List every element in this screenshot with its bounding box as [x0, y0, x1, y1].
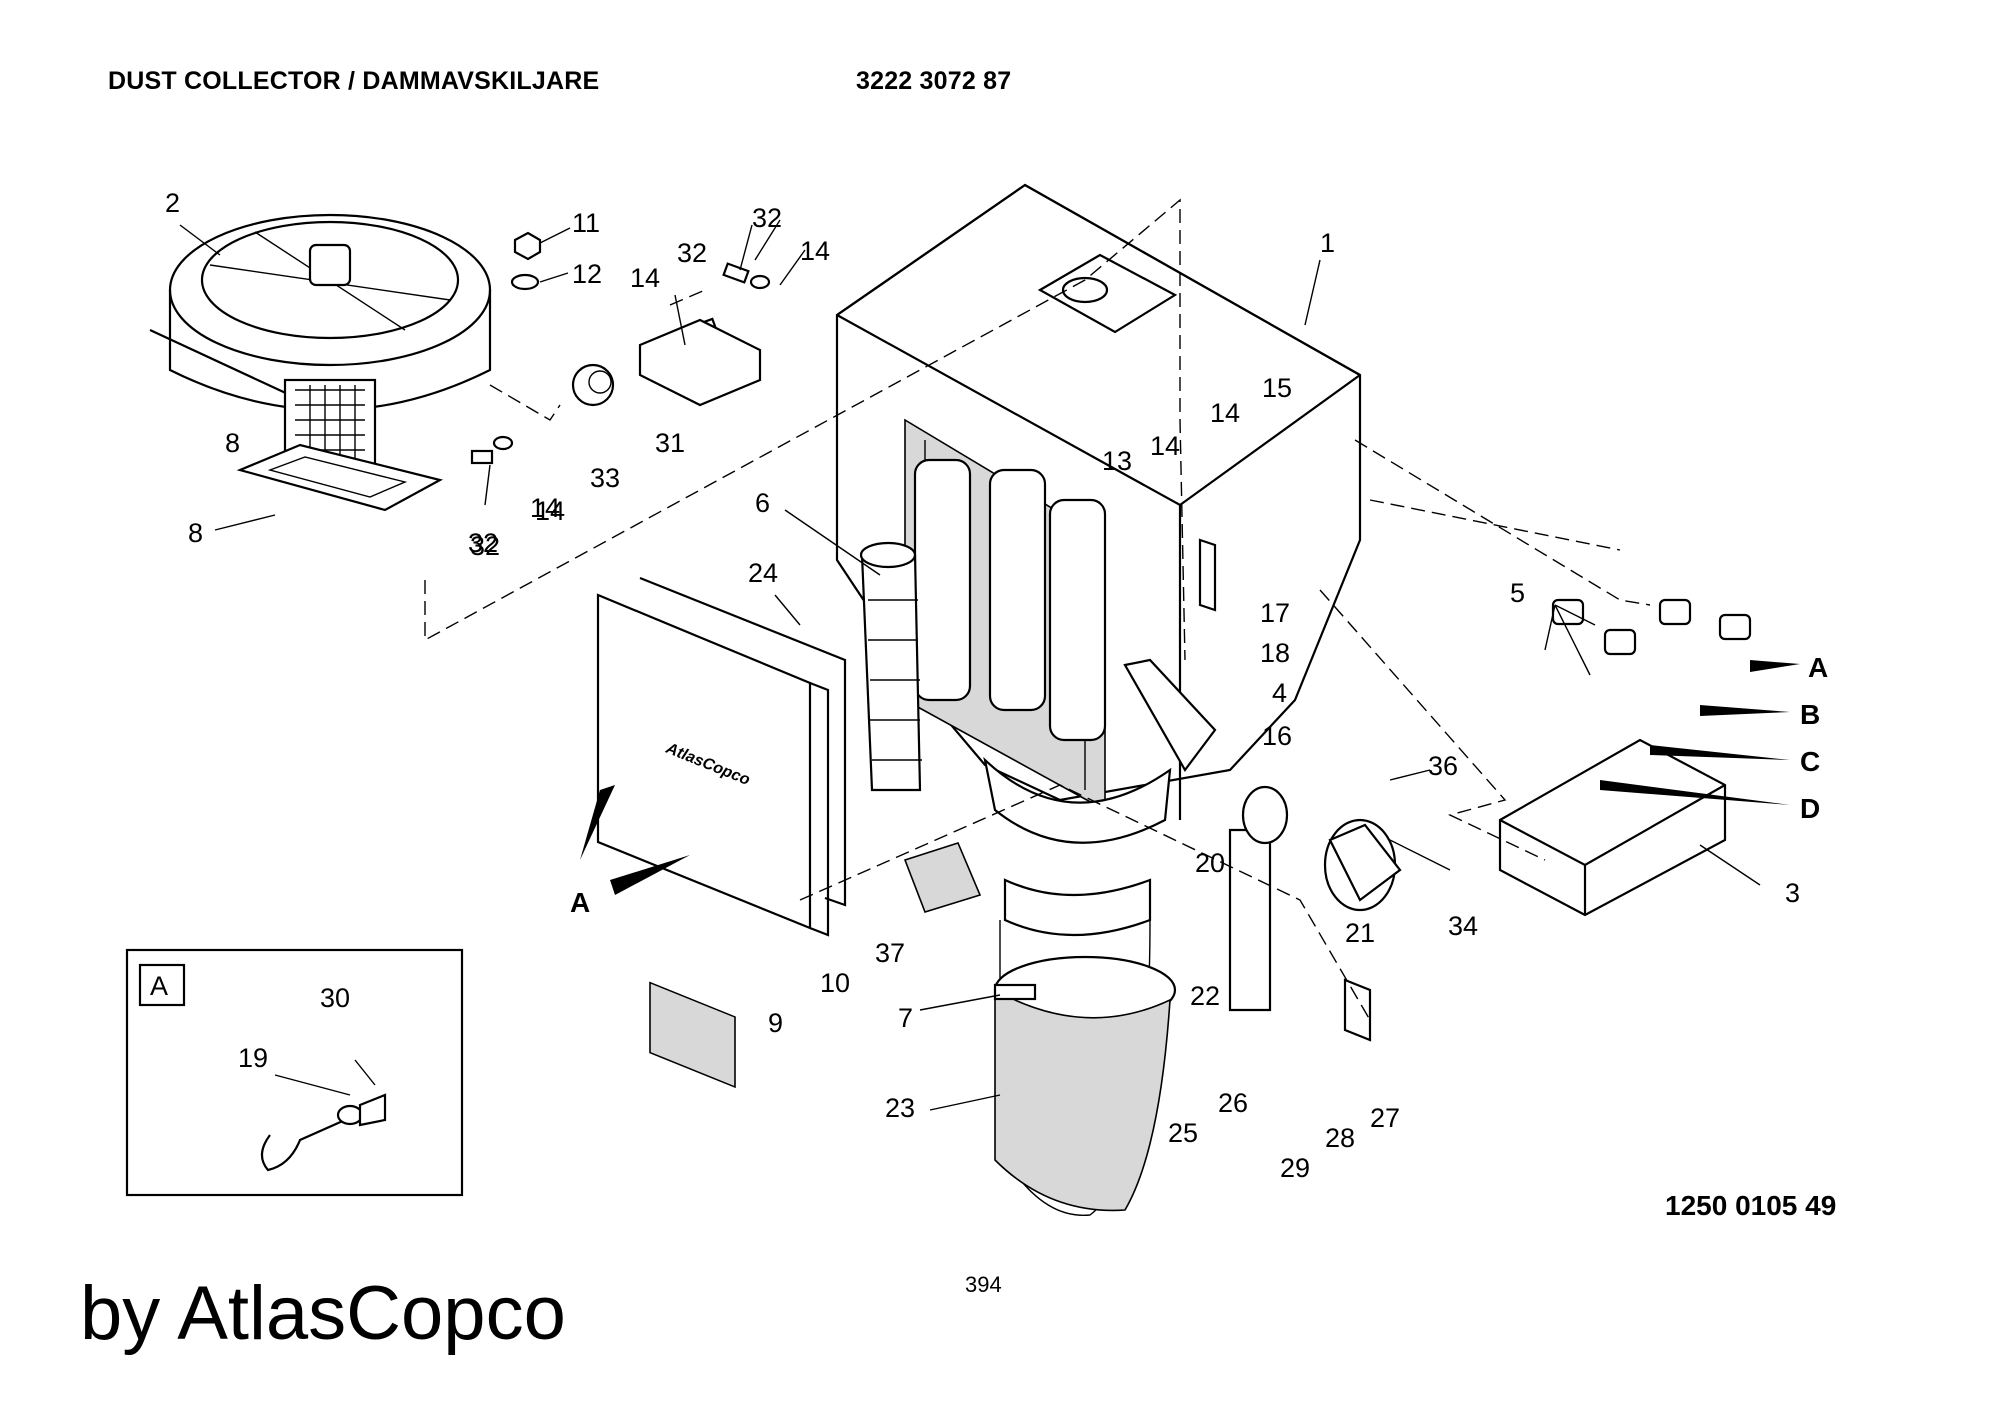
- callout-4: 4: [1272, 678, 1287, 708]
- callout-32-mid: 32: [677, 238, 707, 268]
- callout-labels: 2 11 12 32 14 32 14 14 32 31 33 8 8 32 1…: [150, 188, 1828, 1183]
- callout-29: 29: [1280, 1153, 1310, 1183]
- assembly-dashed-lines: [424, 198, 1651, 1021]
- callout-15: 15: [1262, 373, 1292, 403]
- connection-arrows: [580, 660, 1800, 895]
- detail-inset-a: [125, 948, 464, 1197]
- callout-34: 34: [1448, 911, 1478, 941]
- callout-26: 26: [1218, 1088, 1248, 1118]
- callout-32-low: 32: [470, 531, 500, 561]
- callout-23: 23: [885, 1093, 915, 1123]
- access-door: AtlasCopco: [596, 576, 847, 1089]
- page-number: 394: [965, 1272, 1002, 1297]
- callout-13: 13: [1102, 446, 1132, 476]
- inset-letter: A: [150, 971, 168, 1001]
- end-cap: [1323, 818, 1402, 912]
- callout-3: 3: [1785, 878, 1800, 908]
- callout-1: 1: [1320, 228, 1335, 258]
- callout-28: 28: [1325, 1123, 1355, 1153]
- callout-12: 12: [572, 259, 602, 289]
- part-number: 3222 3072 87: [856, 67, 1012, 95]
- bracket-assembly: [1123, 538, 1372, 1042]
- page-title: DUST COLLECTOR / DAMMAVSKILJARE: [108, 67, 600, 95]
- callout-14-housing: 14: [1150, 431, 1180, 461]
- callout-leaders: [179, 219, 1761, 1111]
- callout-5: 5: [1510, 578, 1525, 608]
- callout-14-mid: 14: [630, 263, 660, 293]
- callout-30: 30: [320, 983, 350, 1013]
- callout-14-housing-2: 14: [1210, 398, 1240, 428]
- callout-27: 27: [1370, 1103, 1400, 1133]
- credit-text: by AtlasCopco: [80, 1271, 566, 1356]
- callout-33: 33: [590, 463, 620, 493]
- callout-22: 22: [1190, 981, 1220, 1011]
- callout-6: 6: [755, 488, 770, 518]
- callout-25: 25: [1168, 1118, 1198, 1148]
- connection-b: B: [1800, 699, 1820, 730]
- connection-c: C: [1800, 746, 1820, 777]
- callout-14-low: 14: [535, 496, 565, 526]
- connection-a-door: A: [570, 887, 590, 918]
- main-housing: [835, 183, 1362, 1217]
- drawing-number: 1250 0105 49: [1665, 1190, 1837, 1221]
- connection-a: A: [1808, 652, 1828, 683]
- callout-31: 31: [655, 428, 685, 458]
- callout-2: 2: [165, 188, 180, 218]
- callout-18: 18: [1260, 638, 1290, 668]
- callout-32-top: 32: [752, 203, 782, 233]
- callout-20: 20: [1195, 848, 1225, 878]
- mat: [903, 842, 982, 913]
- callout-7: 7: [898, 1003, 913, 1033]
- callout-16: 16: [1262, 721, 1292, 751]
- callout-32-lower: 32: [468, 528, 498, 558]
- callout-17: 17: [1260, 598, 1290, 628]
- dust-bag: [993, 955, 1177, 1212]
- callout-14-lower: 14: [530, 493, 560, 523]
- callout-21: 21: [1345, 918, 1375, 948]
- callout-8-upper: 8: [225, 428, 240, 458]
- fan-unit: [149, 213, 492, 482]
- filter-cartridge: [859, 541, 922, 792]
- callout-11: 11: [572, 208, 600, 238]
- callout-24: 24: [748, 558, 778, 588]
- callout-14-top: 14: [800, 236, 830, 266]
- callout-9: 9: [768, 1008, 783, 1038]
- callout-10: 10: [820, 968, 850, 998]
- callout-36: 36: [1428, 751, 1458, 781]
- connection-d: D: [1800, 793, 1820, 824]
- hardware-small-parts: [470, 231, 771, 465]
- gasket-8: [236, 443, 444, 512]
- callout-19: 19: [238, 1043, 268, 1073]
- callout-8-lower: 8: [188, 518, 203, 548]
- valve-manifold: [1498, 598, 1752, 917]
- callout-37: 37: [875, 938, 905, 968]
